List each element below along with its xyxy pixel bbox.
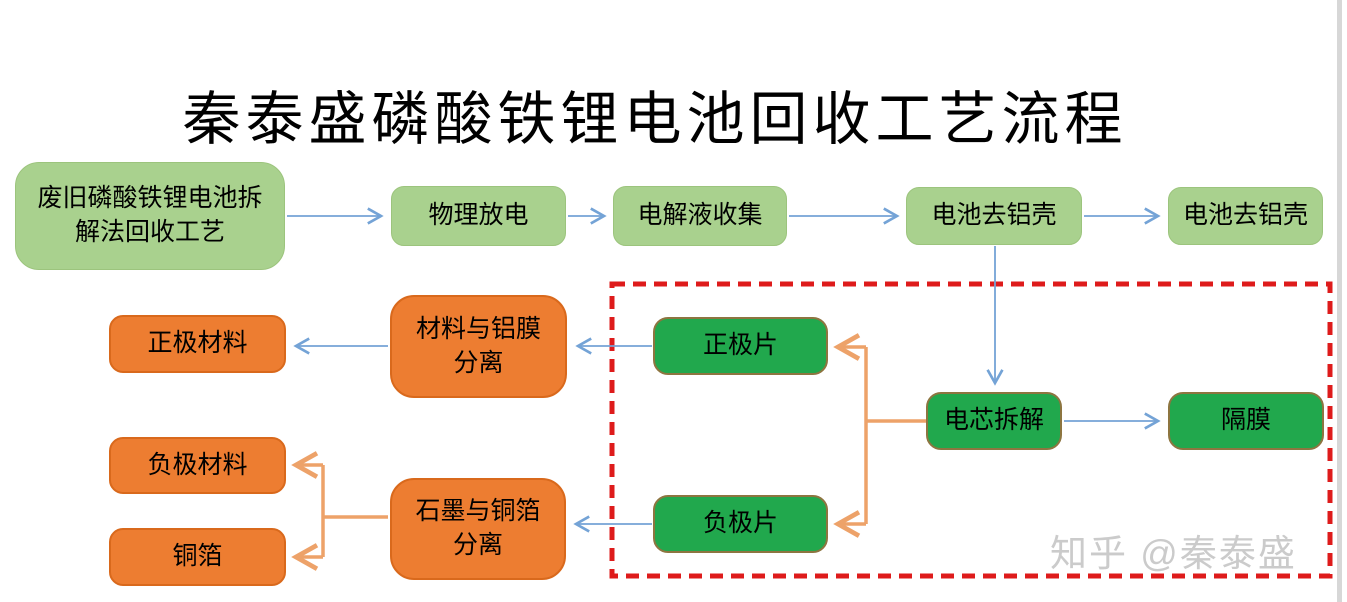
node-separator-membrane: 隔膜 <box>1168 392 1324 450</box>
node-waste-battery: 废旧磷酸铁锂电池拆解法回收工艺 <box>15 162 285 270</box>
node-graphite-copper-foil-separation: 石墨与铜箔分离 <box>390 478 566 580</box>
node-anode-sheet: 负极片 <box>653 495 828 553</box>
node-cell-disassembly: 电芯拆解 <box>926 392 1062 450</box>
node-cathode-sheet: 正极片 <box>653 317 828 375</box>
node-cathode-material: 正极材料 <box>109 315 286 373</box>
node-material-aluminum-film-separation: 材料与铝膜分离 <box>390 295 567 398</box>
node-remove-aluminum-shell-1: 电池去铝壳 <box>906 187 1082 245</box>
node-remove-aluminum-shell-2: 电池去铝壳 <box>1168 187 1323 245</box>
node-physical-discharge: 物理放电 <box>391 186 566 246</box>
node-electrolyte-collection: 电解液收集 <box>613 186 787 246</box>
node-anode-material: 负极材料 <box>109 437 286 494</box>
page-title: 秦泰盛磷酸铁锂电池回收工艺流程 <box>182 87 1128 152</box>
zhihu-watermark: 知乎 @秦泰盛 <box>1050 533 1297 574</box>
node-copper-foil: 铜箔 <box>109 528 286 586</box>
page-edge-strip <box>1337 0 1342 602</box>
